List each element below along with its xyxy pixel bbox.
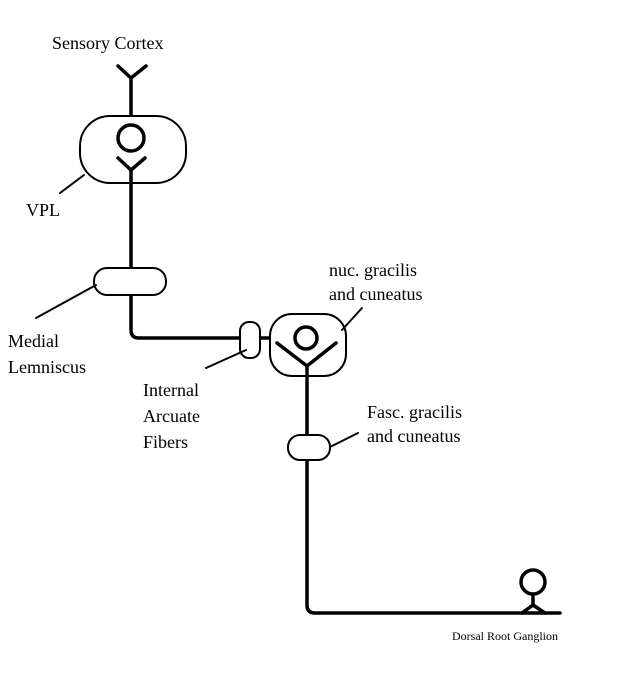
label-nuc-gracilis-line-2: and cuneatus <box>329 284 422 304</box>
label-vpl: VPL <box>26 200 60 220</box>
label-nuc-gracilis-line-1: nuc. gracilis <box>329 260 417 280</box>
nuc-gracilis-leader-line <box>341 307 363 331</box>
nucleus-cell-body <box>293 325 319 351</box>
vpl-leader-line <box>59 174 85 194</box>
label-medial-lemniscus-line-2: Lemniscus <box>8 357 86 377</box>
fasc-gracilis-leader-line <box>329 432 359 448</box>
vpl-cell-body <box>116 123 146 153</box>
label-fasc-gracilis-cuneatus: Fasc. gracilis and cuneatus <box>367 402 466 446</box>
second-order-axon <box>129 168 306 340</box>
label-medial-lemniscus-line-1: Medial <box>8 331 59 351</box>
label-dorsal-root-ganglion: Dorsal Root Ganglion <box>452 629 558 643</box>
first-order-axon <box>305 364 562 615</box>
label-internal-arcuate-line-3: Fibers <box>143 432 188 452</box>
nuc-gracilis-cuneatus <box>269 313 347 377</box>
internal-arcuate-fibers-tract <box>239 321 261 359</box>
vpl-nucleus <box>79 115 187 184</box>
dorsal-root-ganglion-cell <box>519 568 547 615</box>
medial-lemniscus-tract <box>93 267 167 296</box>
label-sensory-cortex: Sensory Cortex <box>52 33 164 53</box>
label-nuc-gracilis-cuneatus: nuc. gracilis and cuneatus <box>329 260 422 304</box>
medial-lemniscus-leader-line <box>35 284 97 319</box>
label-fasc-gracilis-line-2: and cuneatus <box>367 426 460 446</box>
label-medial-lemniscus: Medial Lemniscus <box>8 331 86 377</box>
internal-arcuate-leader-line <box>205 349 247 369</box>
label-internal-arcuate-line-2: Arcuate <box>143 406 200 426</box>
fasc-gracilis-cuneatus-tract <box>287 434 331 461</box>
label-internal-arcuate-line-1: Internal <box>143 380 199 400</box>
label-internal-arcuate-fibers: Internal Arcuate Fibers <box>143 380 204 452</box>
label-fasc-gracilis-line-1: Fasc. gracilis <box>367 402 462 422</box>
